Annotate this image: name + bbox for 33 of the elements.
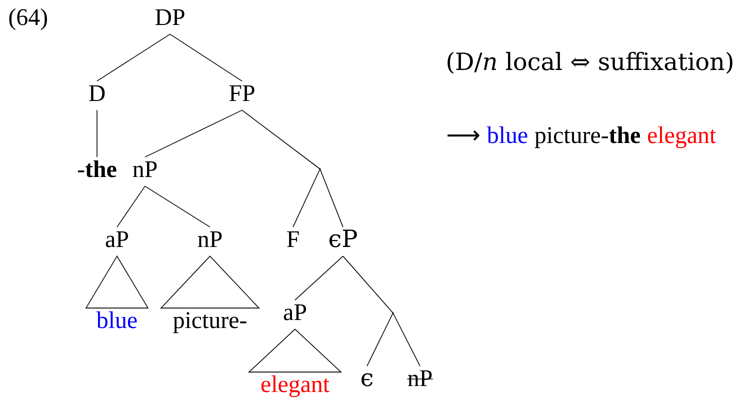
tree-label: FP: [229, 85, 254, 101]
branch-line: [116, 186, 146, 228]
branch-line: [366, 312, 394, 366]
branch-line: [96, 34, 170, 82]
arrow-glyph: ⟶: [448, 130, 480, 141]
tree-label: -the: [78, 160, 116, 178]
tree-label: DP: [155, 9, 184, 26]
branch-line: [144, 110, 242, 158]
tree-label: nP: [198, 231, 222, 247]
tree-label: elegant: [261, 375, 330, 398]
example-number: (64): [9, 8, 47, 30]
tree-label: ϵP: [329, 230, 357, 248]
tree-label: F: [287, 231, 299, 247]
branch-line: [242, 110, 320, 170]
branch-line: [342, 256, 394, 314]
gloss-word: blue: [486, 126, 528, 144]
tree-label: blue: [96, 311, 137, 328]
branch-line: [170, 34, 242, 82]
branch-line: [144, 186, 210, 228]
branch-line: [320, 168, 344, 228]
tree-label: aP: [106, 231, 128, 248]
branch-line: [294, 256, 344, 300]
tree-label: D: [89, 85, 105, 102]
tree-label: aP: [284, 304, 306, 320]
tree-label: ϵ: [362, 373, 373, 386]
tree-label: nP: [132, 161, 157, 177]
gloss-word: picture-the: [534, 126, 640, 148]
branch-line: [96, 110, 98, 158]
branch-line: [292, 168, 320, 228]
branch-line: [392, 312, 420, 366]
tree-label: picture-: [173, 312, 246, 334]
note: (D/n local ⇔ suffixation): [448, 52, 732, 74]
gloss-word: elegant: [648, 126, 716, 148]
